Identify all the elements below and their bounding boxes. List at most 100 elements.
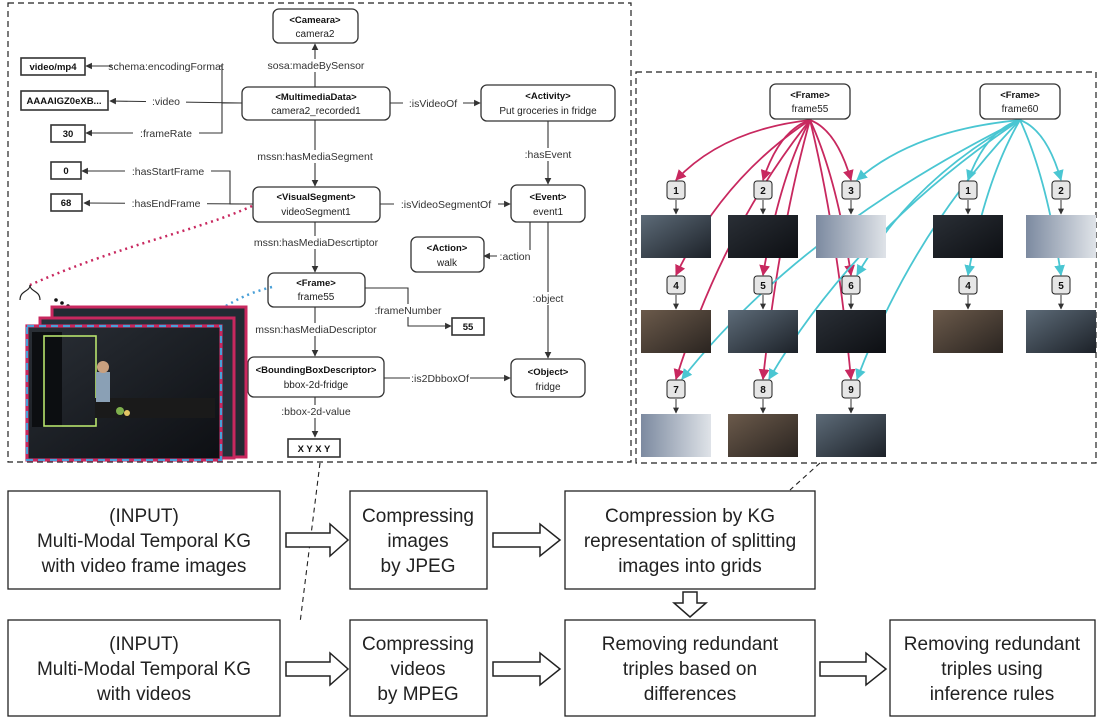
frame60-thumbnail-5 <box>1026 310 1096 353</box>
node-event: <Event> event1 <box>510 184 586 223</box>
frame55-thumbnail-8 <box>728 414 798 457</box>
svg-text:(INPUT): (INPUT) <box>109 634 179 655</box>
svg-text:<Frame>: <Frame> <box>790 90 830 101</box>
node-visual-segment: <VisualSegment> videoSegment1 <box>252 186 381 223</box>
svg-text:by MPEG: by MPEG <box>377 684 458 705</box>
frame60-cell-2: 2 <box>1051 180 1071 200</box>
edge-frame60-to-cell-2 <box>1019 119 1064 182</box>
svg-text:<Frame>: <Frame> <box>1000 90 1040 101</box>
svg-text:videoSegment1: videoSegment1 <box>281 207 351 218</box>
svg-text:bbox-2d-fridge: bbox-2d-fridge <box>284 380 349 391</box>
label-hasStartFrame: :hasStartFrame <box>132 166 205 178</box>
svg-text:AAAAIGZ0eXB...: AAAAIGZ0eXB... <box>27 96 102 107</box>
arrow-mpeg-to-diff <box>492 651 562 687</box>
svg-text:videos: videos <box>391 659 446 680</box>
svg-text:4: 4 <box>673 281 679 292</box>
svg-text:2: 2 <box>1058 186 1064 197</box>
svg-text:5: 5 <box>760 281 766 292</box>
svg-text:with videos: with videos <box>96 684 191 705</box>
frame60-cell-1: 1 <box>958 180 978 200</box>
svg-text:1: 1 <box>965 186 971 197</box>
edge-labels: sosa:madeBySensor schema:encodingFormat … <box>108 59 576 418</box>
svg-text:<Event>: <Event> <box>530 192 567 203</box>
node-object: <Object> fridge <box>510 358 586 398</box>
svg-text:(INPUT): (INPUT) <box>109 506 179 527</box>
svg-text:Put groceries in fridge: Put groceries in fridge <box>499 106 597 117</box>
literal-frame-number: 55 <box>451 317 485 336</box>
frame55-cell-3: 3 <box>841 180 861 200</box>
label-hasMediaSegment: mssn:hasMediaSegment <box>257 151 373 163</box>
pipeline-inference-rules: Removing redundant triples using inferen… <box>889 619 1096 717</box>
grid-frame55-node: <Frame> frame55 <box>769 83 851 120</box>
node-activity: <Activity> Put groceries in fridge <box>480 84 616 122</box>
svg-text:Compression by KG: Compression by KG <box>605 506 775 527</box>
label-encodingFormat: schema:encodingFormat <box>108 61 224 73</box>
svg-text:6: 6 <box>848 281 854 292</box>
frame60-cell-4: 4 <box>958 275 978 295</box>
pipeline-mpeg: Compressing videos by MPEG <box>349 619 488 717</box>
kg-panel-frame <box>7 2 632 463</box>
svg-text:<Frame>: <Frame> <box>296 278 336 289</box>
pipeline-remove-differences: Removing redundant triples based on diff… <box>564 619 816 717</box>
pipeline-jpeg: Compressing images by JPEG <box>349 490 488 590</box>
frame55-cell-5: 5 <box>753 275 773 295</box>
svg-text:by JPEG: by JPEG <box>381 556 456 577</box>
svg-text:68: 68 <box>61 198 72 209</box>
svg-text:triples based on: triples based on <box>623 659 757 680</box>
frame55-thumbnail-4 <box>641 310 711 353</box>
pipeline-grid-compression: Compression by KG representation of spli… <box>564 490 816 590</box>
svg-text:event1: event1 <box>533 207 563 218</box>
arrow-jpeg-to-grid <box>492 522 562 558</box>
svg-text:fridge: fridge <box>535 382 560 393</box>
svg-text:<MultimediaData>: <MultimediaData> <box>275 92 357 103</box>
literal-bbox-value: X Y X Y <box>287 438 341 458</box>
frame55-cell-2: 2 <box>753 180 773 200</box>
frame55-cell-8: 8 <box>753 379 773 399</box>
edge-frame60-to-frame55-cell-3 <box>856 119 1021 181</box>
connector-grid-to-box <box>789 462 821 491</box>
svg-text:video/mp4: video/mp4 <box>30 62 78 73</box>
svg-text:differences: differences <box>644 684 737 705</box>
label-frameRate: :frameRate <box>140 128 192 140</box>
svg-text:2: 2 <box>760 186 766 197</box>
frame55-thumbnail-1 <box>641 215 711 258</box>
svg-text:walk: walk <box>436 258 458 269</box>
svg-text:5: 5 <box>1058 281 1064 292</box>
svg-text:camera2_recorded1: camera2_recorded1 <box>271 106 361 117</box>
svg-text:4: 4 <box>965 281 971 292</box>
label-action: :action <box>500 251 531 263</box>
grid-panel-frame <box>635 71 1097 464</box>
label-hasEndFrame: :hasEndFrame <box>132 198 201 210</box>
frame55-thumbnail-7 <box>641 414 711 457</box>
frame55-cell-9: 9 <box>841 379 861 399</box>
svg-text:images: images <box>387 531 448 552</box>
frame55-thumbnail-3 <box>816 215 886 258</box>
node-camera: <Cameara> camera2 <box>272 8 359 44</box>
svg-text:8: 8 <box>760 385 766 396</box>
label-isVideoSegmentOf: :isVideoSegmentOf <box>401 199 491 211</box>
svg-text:<Cameara>: <Cameara> <box>289 15 341 26</box>
svg-text:30: 30 <box>63 129 74 140</box>
label-hasMediaDescrtiptor: mssn:hasMediaDescrtiptor <box>254 237 379 249</box>
literal-format: video/mp4 <box>20 57 86 76</box>
edge-frame55-to-cell-1 <box>675 119 811 181</box>
label-isVideoOf: :isVideoOf <box>409 98 457 110</box>
frame55-thumbnail-5 <box>728 310 798 353</box>
svg-text:9: 9 <box>848 385 854 396</box>
arrow-diff-to-rules <box>819 651 888 687</box>
svg-text:7: 7 <box>673 385 679 396</box>
svg-text:inference rules: inference rules <box>930 684 1055 705</box>
arrow-videos-to-mpeg <box>285 651 350 687</box>
literal-end-frame: 68 <box>50 193 83 212</box>
label-hasMediaDescriptor: mssn:hasMediaDescriptor <box>255 324 377 336</box>
node-action: <Action> walk <box>410 236 485 273</box>
frame60-thumbnail-2 <box>1026 215 1096 258</box>
svg-text:images into grids: images into grids <box>618 556 762 577</box>
video-frame-stack <box>19 204 273 462</box>
pipeline-input-videos: (INPUT) Multi-Modal Temporal KG with vid… <box>7 619 281 717</box>
svg-text:X Y X Y: X Y X Y <box>298 444 331 455</box>
label-video: :video <box>152 96 180 108</box>
label-bboxValue: :bbox-2d-value <box>281 406 351 418</box>
arrow-grid-to-diff <box>672 591 708 618</box>
pipeline-input-images: (INPUT) Multi-Modal Temporal KG with vid… <box>7 490 281 590</box>
